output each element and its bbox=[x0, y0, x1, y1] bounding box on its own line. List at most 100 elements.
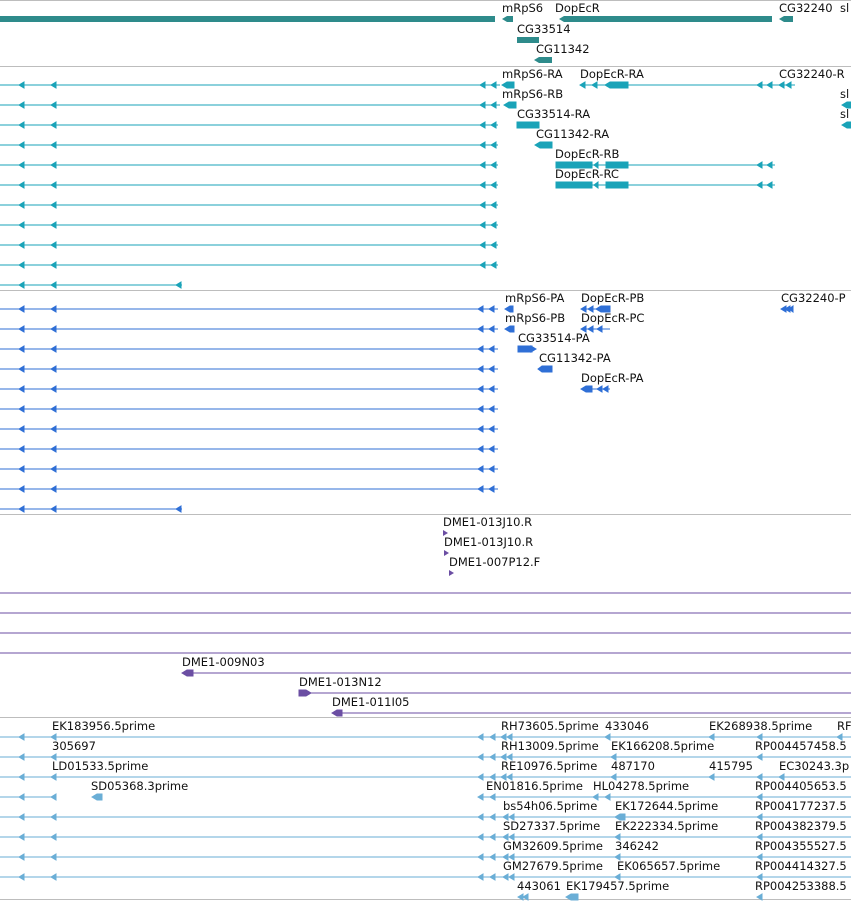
clone-label[interactable]: DME1-013N12 bbox=[299, 675, 382, 689]
gene-label[interactable]: CG11342 bbox=[536, 42, 590, 56]
est-row[interactable] bbox=[517, 893, 763, 901]
est-label[interactable]: RP004355527.5 bbox=[755, 839, 847, 853]
transcript-glyph[interactable] bbox=[579, 81, 795, 89]
est-label[interactable]: EK268938.5prime bbox=[709, 719, 813, 733]
est-label[interactable]: RP004177237.5 bbox=[755, 799, 847, 813]
transcript-label[interactable]: DopEcR-RC bbox=[555, 167, 619, 181]
protein-row[interactable] bbox=[0, 485, 498, 493]
est-label[interactable]: RP004414327.5 bbox=[755, 859, 847, 873]
transcript-label[interactable]: CG32240-R bbox=[779, 67, 845, 81]
est-row[interactable] bbox=[0, 733, 851, 741]
est-label[interactable]: EK179457.5prime bbox=[566, 879, 670, 893]
est-label[interactable]: 346242 bbox=[615, 839, 659, 853]
protein-row[interactable] bbox=[0, 505, 182, 513]
est-row[interactable] bbox=[0, 853, 851, 861]
est-row[interactable] bbox=[0, 833, 851, 841]
est-label[interactable]: EN01816.5prime bbox=[486, 779, 583, 793]
protein-label[interactable]: DopEcR-PC bbox=[581, 311, 645, 325]
est-label[interactable]: EK222334.5prime bbox=[615, 819, 719, 833]
protein-label[interactable]: mRpS6-PB bbox=[505, 311, 566, 325]
protein-row[interactable] bbox=[0, 305, 514, 313]
est-label[interactable]: EK166208.5prime bbox=[611, 739, 715, 753]
clone-end-glyph[interactable] bbox=[443, 530, 448, 536]
protein-row[interactable] bbox=[0, 425, 498, 433]
protein-glyph[interactable] bbox=[780, 305, 794, 313]
est-label[interactable]: SD05368.3prime bbox=[91, 779, 189, 793]
transcript-label[interactable]: sl bbox=[840, 87, 850, 101]
clone-label[interactable]: DME1-011I05 bbox=[332, 695, 410, 709]
est-row[interactable] bbox=[0, 873, 851, 881]
transcript-glyph[interactable] bbox=[841, 121, 851, 129]
transcript-label[interactable]: CG11342-RA bbox=[536, 127, 610, 141]
transcript-label[interactable]: DopEcR-RB bbox=[555, 147, 620, 161]
protein-row[interactable] bbox=[0, 325, 515, 333]
transcript-row[interactable] bbox=[0, 181, 775, 189]
est-label[interactable]: RE10976.5prime bbox=[501, 759, 598, 773]
est-label[interactable]: 433046 bbox=[605, 719, 649, 733]
est-label[interactable]: EK065657.5prime bbox=[617, 859, 721, 873]
est-label[interactable]: SD27337.5prime bbox=[503, 819, 601, 833]
protein-row[interactable] bbox=[0, 445, 498, 453]
est-row[interactable] bbox=[0, 753, 851, 761]
clone-glyph[interactable] bbox=[331, 709, 851, 717]
gene-glyph[interactable] bbox=[559, 16, 772, 22]
est-label[interactable]: RP004253388.5 bbox=[755, 879, 847, 893]
gene-glyph[interactable] bbox=[534, 57, 552, 63]
clone-end-glyph[interactable] bbox=[444, 550, 449, 556]
clone-end-label[interactable]: DME1-013J10.R bbox=[443, 515, 533, 529]
protein-glyph[interactable] bbox=[580, 305, 611, 313]
gene-glyph[interactable] bbox=[502, 16, 513, 22]
est-label[interactable]: 443061 bbox=[517, 879, 561, 893]
est-row[interactable] bbox=[0, 773, 851, 781]
transcript-row[interactable] bbox=[0, 81, 515, 89]
transcript-label[interactable]: mRpS6-RA bbox=[502, 67, 563, 81]
protein-label[interactable]: CG33514-PA bbox=[518, 331, 590, 345]
protein-label[interactable]: mRpS6-PA bbox=[505, 291, 565, 305]
protein-label[interactable]: CG32240-P bbox=[781, 291, 846, 305]
clone-end-label[interactable]: DME1-013J10.R bbox=[444, 535, 534, 549]
protein-label[interactable]: CG11342-PA bbox=[539, 351, 611, 365]
transcript-row[interactable] bbox=[0, 281, 182, 289]
gene-label[interactable]: sl bbox=[840, 1, 850, 15]
transcript-label[interactable]: sl bbox=[840, 107, 850, 121]
protein-row[interactable] bbox=[0, 465, 498, 473]
est-row[interactable] bbox=[0, 813, 851, 821]
transcript-label[interactable]: mRpS6-RB bbox=[502, 87, 564, 101]
est-label[interactable]: RP004405653.5 bbox=[755, 779, 847, 793]
transcript-label[interactable]: DopEcR-RA bbox=[580, 67, 644, 81]
est-label[interactable]: RH13009.5prime bbox=[501, 739, 599, 753]
protein-row[interactable] bbox=[0, 365, 553, 373]
gene-label[interactable]: DopEcR bbox=[555, 1, 600, 15]
gene-glyph[interactable] bbox=[779, 16, 793, 22]
protein-label[interactable]: DopEcR-PB bbox=[581, 291, 645, 305]
transcript-row[interactable] bbox=[0, 261, 498, 269]
protein-label[interactable]: DopEcR-PA bbox=[581, 371, 644, 385]
transcript-row[interactable] bbox=[0, 221, 498, 229]
est-label[interactable]: LD01533.5prime bbox=[52, 759, 149, 773]
transcript-row[interactable] bbox=[0, 241, 498, 249]
clone-glyph[interactable] bbox=[298, 689, 851, 697]
est-label[interactable]: HL04278.5prime bbox=[593, 779, 690, 793]
protein-row[interactable] bbox=[0, 405, 498, 413]
transcript-row[interactable] bbox=[0, 201, 498, 209]
gene-glyph[interactable] bbox=[517, 37, 539, 43]
est-label[interactable]: RP004457458.5 bbox=[755, 739, 847, 753]
est-label[interactable]: EK172644.5prime bbox=[615, 799, 719, 813]
transcript-row[interactable] bbox=[0, 161, 775, 169]
est-label[interactable]: 487170 bbox=[611, 759, 655, 773]
est-label[interactable]: GM32609.5prime bbox=[503, 839, 603, 853]
protein-row[interactable] bbox=[0, 385, 498, 393]
est-label[interactable]: EK183956.5prime bbox=[52, 719, 156, 733]
est-label[interactable]: 305697 bbox=[52, 739, 96, 753]
transcript-label[interactable]: CG33514-RA bbox=[517, 107, 591, 121]
clone-label[interactable]: DME1-009N03 bbox=[182, 655, 265, 669]
transcript-row[interactable] bbox=[0, 121, 540, 129]
gene-glyph[interactable] bbox=[0, 16, 495, 22]
clone-end-label[interactable]: DME1-007P12.F bbox=[449, 555, 541, 569]
gene-label[interactable]: CG32240 bbox=[779, 1, 833, 15]
protein-row[interactable] bbox=[0, 345, 537, 353]
clone-glyph[interactable] bbox=[181, 669, 851, 677]
gene-label[interactable]: mRpS6 bbox=[502, 1, 544, 15]
protein-glyph[interactable] bbox=[580, 325, 610, 333]
